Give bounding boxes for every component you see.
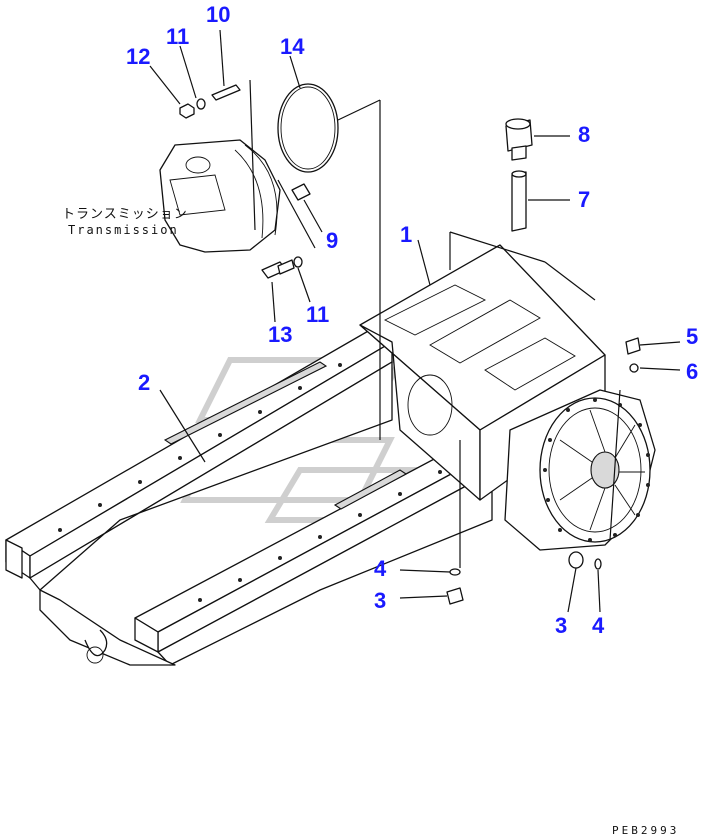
mount-block [505,118,533,161]
callout-3: 3 [374,588,386,613]
bolt-washer [261,256,303,279]
o-ring [277,83,339,173]
callout-2: 2 [138,370,150,395]
leader-lines [149,29,681,613]
dowel-pin [291,183,311,201]
callout-10: 10 [206,2,230,27]
main-frame [5,244,656,666]
drain-plug-center [446,568,464,605]
callout-4: 4 [592,613,605,638]
callout-6: 6 [686,359,698,384]
transmission-label-jp: トランスミッション [62,207,188,222]
callout-5: 5 [686,324,698,349]
callout-4: 4 [374,556,387,581]
callout-3: 3 [555,613,567,638]
callout-14: 14 [280,34,305,59]
drawing-code: PEB2993 [612,824,679,837]
callout-7: 7 [578,187,590,212]
callout-8: 8 [578,122,590,147]
callout-11: 11 [306,302,329,327]
callout-12: 12 [126,44,150,69]
spacer [511,170,527,232]
callout-11: 11 [166,24,189,49]
stud-washer-nut [179,84,241,119]
callout-13: 13 [268,322,292,347]
callout-1: 1 [400,222,412,247]
plug-seal [625,337,641,373]
drain-plug-right [568,551,602,570]
transmission-label-en: Transmission [68,223,179,237]
callout-9: 9 [326,228,338,253]
